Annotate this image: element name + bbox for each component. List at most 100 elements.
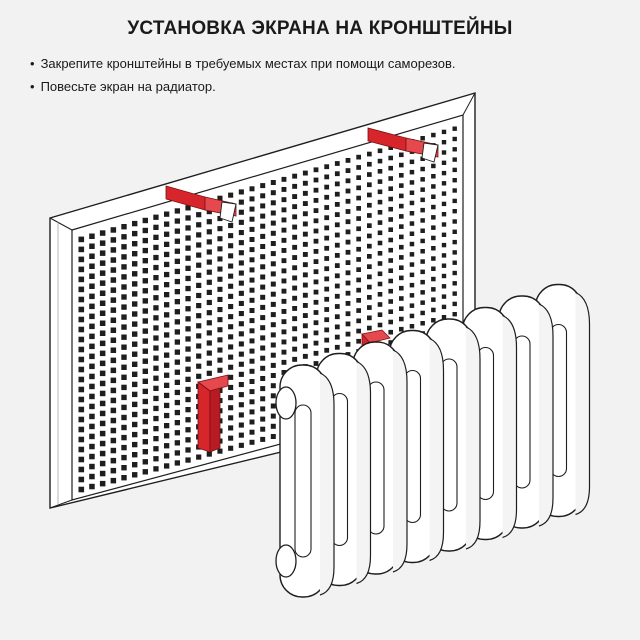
perforation-hole <box>356 195 361 201</box>
perforation-hole <box>345 249 351 255</box>
perforation-hole <box>185 346 191 352</box>
perforation-hole <box>217 256 223 262</box>
perforation-hole <box>270 383 276 389</box>
perforation-hole <box>345 321 351 327</box>
perforation-hole <box>164 282 170 288</box>
perforation-hole <box>185 205 191 211</box>
perforation-hole <box>313 320 319 326</box>
perforation-hole <box>206 229 212 235</box>
perforation-hole <box>420 218 425 223</box>
perforation-hole <box>334 314 340 320</box>
perforation-hole <box>153 224 159 230</box>
perforation-hole <box>121 224 127 230</box>
perforation-hole <box>238 311 244 317</box>
perforation-hole <box>89 263 95 269</box>
perforation-hole <box>228 223 234 229</box>
perforation-hole <box>399 296 404 301</box>
perforation-hole <box>431 235 436 241</box>
perforation-hole <box>441 232 447 237</box>
perforation-hole <box>121 434 127 441</box>
perforation-hole <box>356 236 361 242</box>
perforation-hole <box>345 280 351 286</box>
perforation-hole <box>185 447 191 453</box>
perforation-hole <box>313 361 319 366</box>
perforation-hole <box>164 352 170 358</box>
perforation-hole <box>260 223 266 229</box>
perforation-hole <box>238 209 244 215</box>
perforation-hole <box>452 198 457 204</box>
perforation-hole <box>121 414 127 421</box>
perforation-hole <box>142 278 148 284</box>
perforation-hole <box>249 399 255 405</box>
perforation-hole <box>356 165 361 170</box>
perforation-hole <box>121 404 127 411</box>
perforation-hole <box>388 278 393 284</box>
perforation-hole <box>78 406 85 413</box>
perforation-hole <box>388 309 393 314</box>
perforation-hole <box>185 255 191 261</box>
perforation-hole <box>174 258 180 264</box>
perforation-hole <box>441 284 447 289</box>
perforation-hole <box>420 156 425 161</box>
perforation-hole <box>420 300 425 305</box>
perforation-hole <box>356 257 361 262</box>
perforation-hole <box>174 399 180 406</box>
perforation-hole <box>292 194 298 199</box>
perforation-hole <box>334 202 340 207</box>
perforation-hole <box>388 258 393 263</box>
perforation-hole <box>377 271 383 277</box>
perforation-hole <box>132 421 138 428</box>
perforation-hole <box>249 247 255 253</box>
perforation-hole <box>388 268 393 273</box>
perforation-hole <box>185 366 191 372</box>
perforation-hole <box>110 287 117 293</box>
perforation-hole <box>78 236 85 243</box>
perforation-hole <box>367 305 372 310</box>
perforation-hole <box>206 219 212 225</box>
perforation-hole <box>174 228 180 234</box>
perforation-hole <box>249 358 255 364</box>
perforation-hole <box>313 350 319 356</box>
perforation-hole <box>121 304 127 310</box>
perforation-hole <box>334 324 340 330</box>
radiator-top-plug <box>275 386 297 420</box>
perforation-hole <box>260 325 266 331</box>
perforation-hole <box>196 232 202 238</box>
perforation-hole <box>99 320 106 326</box>
perforation-hole <box>164 423 170 429</box>
perforation-hole <box>99 410 106 417</box>
perforation-hole <box>89 463 95 470</box>
perforation-hole <box>431 174 436 179</box>
perforation-hole <box>324 245 330 251</box>
perforation-hole <box>89 333 95 340</box>
perforation-hole <box>206 259 212 265</box>
perforation-hole <box>142 308 148 314</box>
perforation-hole <box>153 456 159 462</box>
perforation-hole <box>302 343 308 349</box>
perforation-hole <box>153 234 159 240</box>
perforation-hole <box>334 253 340 258</box>
perforation-hole <box>153 285 159 291</box>
perforation-hole <box>441 263 447 268</box>
perforation-hole <box>110 357 117 364</box>
perforation-hole <box>228 384 234 390</box>
perforation-hole <box>409 262 415 267</box>
perforation-hole <box>142 459 148 465</box>
perforation-hole <box>324 317 330 323</box>
perforation-hole <box>388 227 393 232</box>
radiator-section-side <box>429 337 445 562</box>
perforation-hole <box>388 145 393 150</box>
perforation-hole <box>89 373 95 380</box>
perforation-hole <box>174 218 180 224</box>
perforation-hole <box>292 204 298 210</box>
perforation-hole <box>334 191 340 197</box>
perforation-hole <box>281 309 287 314</box>
perforation-hole <box>196 303 202 309</box>
perforation-hole <box>238 270 244 276</box>
perforation-hole <box>99 260 106 266</box>
perforation-hole <box>356 298 361 303</box>
perforation-hole <box>238 260 244 266</box>
perforation-hole <box>132 472 138 478</box>
perforation-hole <box>142 258 148 264</box>
perforation-hole <box>452 126 457 131</box>
